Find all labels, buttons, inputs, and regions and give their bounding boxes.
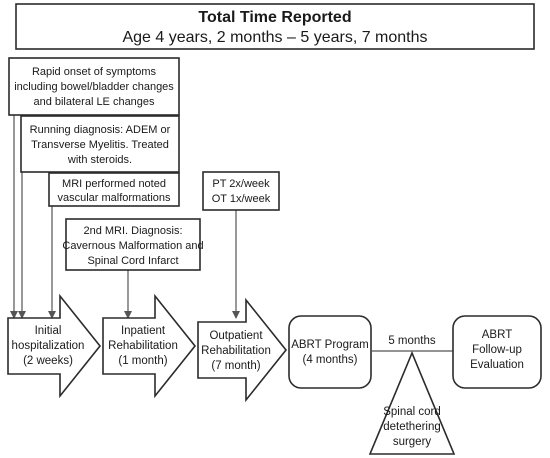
note-second-mri-box (65, 218, 201, 271)
note-symptoms-line-3: and bilateral LE changes (33, 96, 155, 108)
stage-initial-line-2: hospitalization (12, 340, 85, 352)
surgery-line-1: Spinal cord (383, 406, 441, 418)
note-diagnosis: Running diagnosis: ADEM or Transverse My… (20, 115, 180, 173)
stage-inpatient-line-2: Rehabilitation (108, 340, 178, 352)
stage-followup-line-2: Follow-up (472, 344, 522, 356)
stage-initial: Initial hospitalization (2 weeks) (7, 293, 102, 399)
stage-inpatient-arrow (102, 293, 197, 399)
note-diagnosis-box (20, 115, 180, 173)
stage-abrt-program-box (288, 315, 372, 389)
time-header: Total Time Reported Age 4 years, 2 month… (15, 3, 535, 50)
stage-outpatient-arrow (197, 297, 288, 403)
stage-inpatient-line-3: (1 month) (118, 355, 167, 367)
note-therapy-line-1: PT 2x/week (212, 178, 270, 190)
note-second-mri-line-3: Spinal Cord Infarct (87, 255, 178, 267)
note-symptoms: Rapid onset of symptoms including bowel/… (8, 57, 180, 116)
note-diagnosis-line-2: Transverse Myelitis. Treated (31, 139, 169, 151)
stage-initial-arrow (7, 293, 102, 399)
note-diagnosis-line-3: with steroids. (67, 154, 132, 166)
stage-outpatient: Outpatient Rehabilitation (7 month) (197, 297, 288, 403)
stage-inpatient-line-1: Inpatient (121, 325, 166, 337)
stage-followup-line-3: Evaluation (470, 359, 524, 371)
note-mri: MRI performed noted vascular malformatio… (48, 172, 180, 207)
stage-outpatient-line-1: Outpatient (209, 330, 263, 342)
note-mri-line-1: MRI performed noted (62, 178, 166, 190)
stage-followup: ABRT Follow-up Evaluation (452, 315, 542, 389)
surgery-line-3: surgery (393, 436, 432, 448)
stage-outpatient-line-3: (7 month) (211, 360, 260, 372)
stage-outpatient-line-2: Rehabilitation (201, 345, 271, 357)
surgery-marker: Spinal cord detethering surgery (368, 350, 456, 455)
note-diagnosis-line-1: Running diagnosis: ADEM or (30, 124, 171, 136)
stage-followup-box (452, 315, 542, 389)
stage-inpatient: Inpatient Rehabilitation (1 month) (102, 293, 197, 399)
surgery-triangle (368, 350, 456, 455)
note-symptoms-line-2: including bowel/bladder changes (14, 81, 174, 93)
stage-initial-line-1: Initial (35, 325, 62, 337)
surgery-line-2: detethering (383, 421, 441, 433)
note-therapy: PT 2x/week OT 1x/week (202, 171, 280, 211)
note-symptoms-box (8, 57, 180, 116)
time-header-title: Total Time Reported (198, 9, 351, 26)
note-mri-line-2: vascular malformations (57, 192, 171, 204)
stage-followup-line-1: ABRT (482, 329, 512, 341)
note-therapy-line-2: OT 1x/week (212, 193, 271, 205)
stage-initial-line-3: (2 weeks) (23, 355, 73, 367)
note-symptoms-line-1: Rapid onset of symptoms (32, 66, 157, 78)
note-mri-box (48, 172, 180, 207)
note-second-mri: 2nd MRI. Diagnosis: Cavernous Malformati… (62, 218, 204, 271)
stage-abrt-program-line-1: ABRT Program (291, 339, 369, 351)
note-second-mri-line-2: Cavernous Malformation and (62, 240, 203, 252)
stage-abrt-program: ABRT Program (4 months) (288, 315, 372, 389)
time-header-subtitle: Age 4 years, 2 months – 5 years, 7 month… (122, 29, 427, 46)
note-second-mri-line-1: 2nd MRI. Diagnosis: (83, 225, 182, 237)
stage-abrt-program-line-2: (4 months) (303, 354, 358, 366)
time-header-box (15, 3, 535, 50)
note-therapy-box (202, 171, 280, 211)
interval-link: 5 months (371, 335, 453, 352)
interval-label: 5 months (388, 335, 436, 347)
